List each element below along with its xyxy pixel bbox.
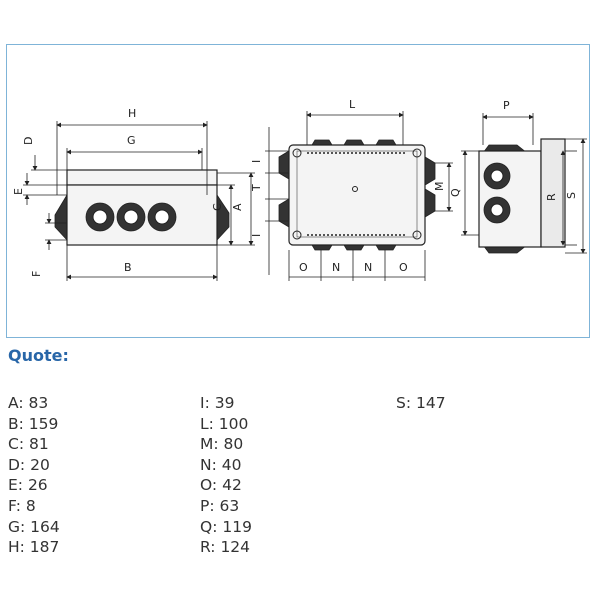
- junction-box-drawing: H G B D E F: [12, 98, 587, 281]
- dimension-item: B: 159: [8, 414, 59, 433]
- label-m: M: [433, 182, 446, 192]
- front-left-gland: [54, 193, 68, 242]
- dimension-item: R: 124: [200, 538, 251, 557]
- side-lid: [540, 138, 566, 248]
- label-e: E: [12, 188, 25, 195]
- top-body: [288, 144, 426, 246]
- dimension-item: Q: 119: [200, 517, 252, 536]
- dimension-item: D: 20: [8, 455, 50, 474]
- side-view: P Q R S: [449, 99, 587, 254]
- front-lid: [66, 169, 218, 186]
- quote-heading: Quote:: [8, 346, 69, 365]
- label-b: B: [124, 261, 132, 274]
- dimension-list-col-3: S: 147: [396, 393, 446, 414]
- label-a: A: [231, 203, 244, 211]
- label-n-left: N: [332, 261, 340, 274]
- label-n-right: N: [364, 261, 372, 274]
- dimension-list-col-2: I: 39 L: 100 M: 80 N: 40 O: 42 P: 63 Q: …: [200, 393, 252, 558]
- dimension-item: H: 187: [8, 538, 60, 557]
- technical-drawing: H G B D E F: [6, 44, 590, 338]
- dimension-item: N: 40: [200, 455, 242, 474]
- dimension-item: I: 39: [200, 394, 235, 412]
- label-c: C: [211, 203, 224, 211]
- top-view: L I T I M O N N O: [250, 98, 453, 281]
- label-g: G: [127, 134, 136, 147]
- label-p: P: [503, 99, 510, 112]
- dimension-item: A: 83: [8, 394, 49, 412]
- label-f: F: [30, 271, 43, 277]
- label-s: S: [565, 192, 578, 199]
- label-r: R: [545, 193, 558, 201]
- label-i-top: I: [250, 160, 263, 163]
- dimension-item: S: 147: [396, 394, 446, 412]
- label-o-right: O: [399, 261, 408, 274]
- dimension-item: C: 81: [8, 435, 49, 454]
- dimension-item: L: 100: [200, 414, 249, 433]
- side-body: [478, 150, 542, 248]
- dimension-item: G: 164: [8, 517, 60, 536]
- front-view: H G B D E F: [12, 107, 255, 281]
- dimension-item: P: 63: [200, 496, 240, 515]
- label-t: T: [250, 184, 263, 192]
- label-q: Q: [449, 188, 462, 197]
- dimension-item: M: 80: [200, 435, 244, 454]
- label-h: H: [128, 107, 136, 120]
- dimension-item: E: 26: [8, 476, 48, 495]
- label-i-bottom: I: [250, 234, 263, 237]
- dimension-item: O: 42: [200, 476, 242, 495]
- label-d: D: [22, 137, 35, 145]
- label-l: L: [349, 98, 356, 111]
- label-o-left: O: [299, 261, 308, 274]
- dimension-list-col-1: A: 83 B: 159 C: 81 D: 20 E: 26 F: 8 G: 1…: [8, 393, 60, 558]
- front-right-gland: [216, 193, 230, 242]
- dimension-item: F: 8: [8, 496, 36, 515]
